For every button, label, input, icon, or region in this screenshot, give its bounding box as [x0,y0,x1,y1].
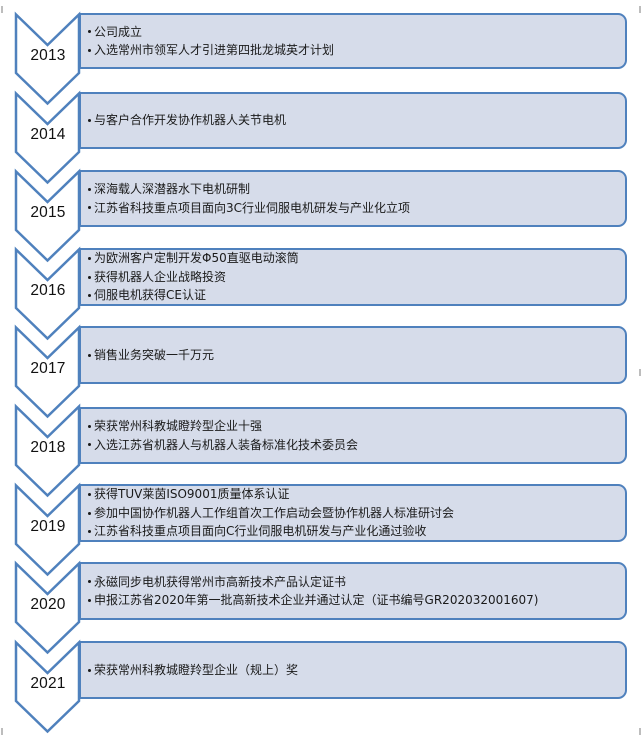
milestone-text: 参加中国协作机器人工作组首次工作启动会暨协作机器人标准研讨会 [94,505,455,520]
resize-handle-mid-right [639,369,641,376]
milestone-item: 荣获常州科教城瞪羚型企业（规上）奖 [88,661,625,680]
bullet-icon [88,493,91,496]
chevron-arrow-icon [14,639,81,734]
milestone-text: 为欧洲客户定制开发Φ50直驱电动滚筒 [94,251,299,266]
milestone-box-2018: 荣获常州科教城瞪羚型企业十强入选江苏省机器人与机器人装备标准化技术委员会 [79,407,627,464]
milestone-text: 获得TUV莱茵ISO9001质量体系认证 [94,487,290,502]
milestone-text: 与客户合作开发协作机器人关节电机 [94,113,287,128]
year-label: 2017 [30,360,66,377]
milestone-text: 荣获常州科教城瞪羚型企业（规上）奖 [94,662,299,677]
milestone-text: 荣获常州科教城瞪羚型企业十强 [94,419,263,433]
bullet-icon [88,424,91,428]
milestone-item: 永磁同步电机获得常州市高新技术产品认定证书 [88,573,625,592]
timeline-row-2021: 2021 荣获常州科教城瞪羚型企业（规上）奖 [0,639,644,734]
bullet-icon [88,187,91,191]
chevron-arrow-icon [14,90,81,185]
milestone-text: 永磁同步电机获得常州市高新技术产品认定证书 [94,574,347,589]
bullet-icon [88,294,91,297]
chevron-arrow-icon [14,324,81,419]
bullet-icon [88,275,91,279]
resize-handle-bottom-right [639,728,641,735]
milestone-item: 获得机器人企业战略投资 [88,268,625,287]
year-label: 2020 [30,596,66,613]
milestone-item: 公司成立 [88,23,625,42]
bullet-icon [88,353,91,357]
timeline-row-2016: 2016 为欧洲客户定制开发Φ50直驱电动滚筒获得机器人企业战略投资伺服电机获得… [0,246,644,341]
milestone-text: 获得机器人企业战略投资 [94,269,227,284]
chevron-arrow-icon [14,246,81,341]
milestone-item: 与客户合作开发协作机器人关节电机 [88,111,625,130]
milestone-item: 申报江苏省2020年第一批高新技术企业并通过认定（证书编号GR202032001… [88,591,625,610]
milestone-item: 入选常州市领军人才引进第四批龙城英才计划 [88,41,625,60]
milestone-box-2014: 与客户合作开发协作机器人关节电机 [79,92,627,149]
milestone-item: 销售业务突破一千万元 [88,346,625,365]
bullet-icon [88,48,91,52]
year-label: 2014 [30,126,66,143]
timeline-row-2013: 2013 公司成立入选常州市领军人才引进第四批龙城英才计划 [0,11,644,106]
timeline-row-2014: 2014 与客户合作开发协作机器人关节电机 [0,90,644,185]
timeline-row-2019: 2019 获得TUV莱茵ISO9001质量体系认证参加中国协作机器人工作组首次工… [0,482,644,577]
timeline-row-2015: 2015 深海载人深潜器水下电机研制江苏省科技重点项目面向3C行业伺服电机研发与… [0,168,644,263]
bullet-icon [88,119,91,122]
timeline-row-2018: 2018 荣获常州科教城瞪羚型企业十强入选江苏省机器人与机器人装备标准化技术委员… [0,403,644,498]
milestone-box-2021: 荣获常州科教城瞪羚型企业（规上）奖 [79,641,627,699]
bullet-icon [88,30,91,34]
bullet-icon [88,511,91,515]
bullet-icon [88,257,91,260]
milestone-text: 深海载人深潜器水下电机研制 [94,182,251,196]
resize-handle-top-right [639,6,641,13]
bullet-icon [88,580,91,584]
milestone-text: 入选江苏省机器人与机器人装备标准化技术委员会 [94,437,359,452]
year-label: 2015 [30,204,66,221]
year-label: 2013 [30,47,66,64]
milestone-box-2020: 永磁同步电机获得常州市高新技术产品认定证书申报江苏省2020年第一批高新技术企业… [79,562,627,620]
milestone-item: 伺服电机获得CE认证 [88,286,625,305]
chevron-arrow-icon [14,560,81,655]
milestone-text: 伺服电机获得CE认证 [94,288,206,303]
milestone-text: 申报江苏省2020年第一批高新技术企业并通过认定（证书编号GR202032001… [94,593,539,607]
chevron-arrow-icon [14,482,81,577]
year-label: 2018 [30,439,66,456]
milestone-item: 获得TUV莱茵ISO9001质量体系认证 [88,485,625,504]
resize-handle-bottom-left [1,728,3,735]
milestone-item: 深海载人深潜器水下电机研制 [88,180,625,199]
milestone-box-2017: 销售业务突破一千万元 [79,326,627,384]
milestone-text: 入选常州市领军人才引进第四批龙城英才计划 [94,43,335,57]
milestone-text: 江苏省科技重点项目面向3C行业伺服电机研发与产业化立项 [94,200,411,215]
chevron-arrow-icon [14,168,81,263]
milestone-item: 参加中国协作机器人工作组首次工作启动会暨协作机器人标准研讨会 [88,504,625,523]
year-label: 2016 [30,282,66,299]
bullet-icon [88,598,91,602]
milestone-box-2013: 公司成立入选常州市领军人才引进第四批龙城英才计划 [79,13,627,69]
milestone-item: 江苏省科技重点项目面向C行业伺服电机研发与产业化通过验收 [88,522,625,541]
year-label: 2019 [30,518,66,535]
chevron-arrow-icon [14,11,81,106]
milestone-item: 荣获常州科教城瞪羚型企业十强 [88,417,625,436]
milestone-item: 江苏省科技重点项目面向3C行业伺服电机研发与产业化立项 [88,199,625,218]
chevron-arrow-icon [14,403,81,498]
resize-handle-top-left [1,6,3,13]
bullet-icon [88,443,91,447]
bullet-icon [88,668,91,672]
milestone-text: 销售业务突破一千万元 [94,347,215,362]
year-label: 2021 [30,675,66,692]
timeline-row-2020: 2020 永磁同步电机获得常州市高新技术产品认定证书申报江苏省2020年第一批高… [0,560,644,655]
milestone-item: 为欧洲客户定制开发Φ50直驱电动滚筒 [88,249,625,268]
bullet-icon [88,530,91,533]
milestone-box-2016: 为欧洲客户定制开发Φ50直驱电动滚筒获得机器人企业战略投资伺服电机获得CE认证 [79,248,627,306]
milestone-box-2019: 获得TUV莱茵ISO9001质量体系认证参加中国协作机器人工作组首次工作启动会暨… [79,484,627,542]
milestone-text: 江苏省科技重点项目面向C行业伺服电机研发与产业化通过验收 [94,524,427,539]
timeline-row-2017: 2017 销售业务突破一千万元 [0,324,644,419]
bullet-icon [88,206,91,210]
milestone-text: 公司成立 [94,24,143,39]
milestone-box-2015: 深海载人深潜器水下电机研制江苏省科技重点项目面向3C行业伺服电机研发与产业化立项 [79,170,627,227]
milestone-item: 入选江苏省机器人与机器人装备标准化技术委员会 [88,436,625,455]
